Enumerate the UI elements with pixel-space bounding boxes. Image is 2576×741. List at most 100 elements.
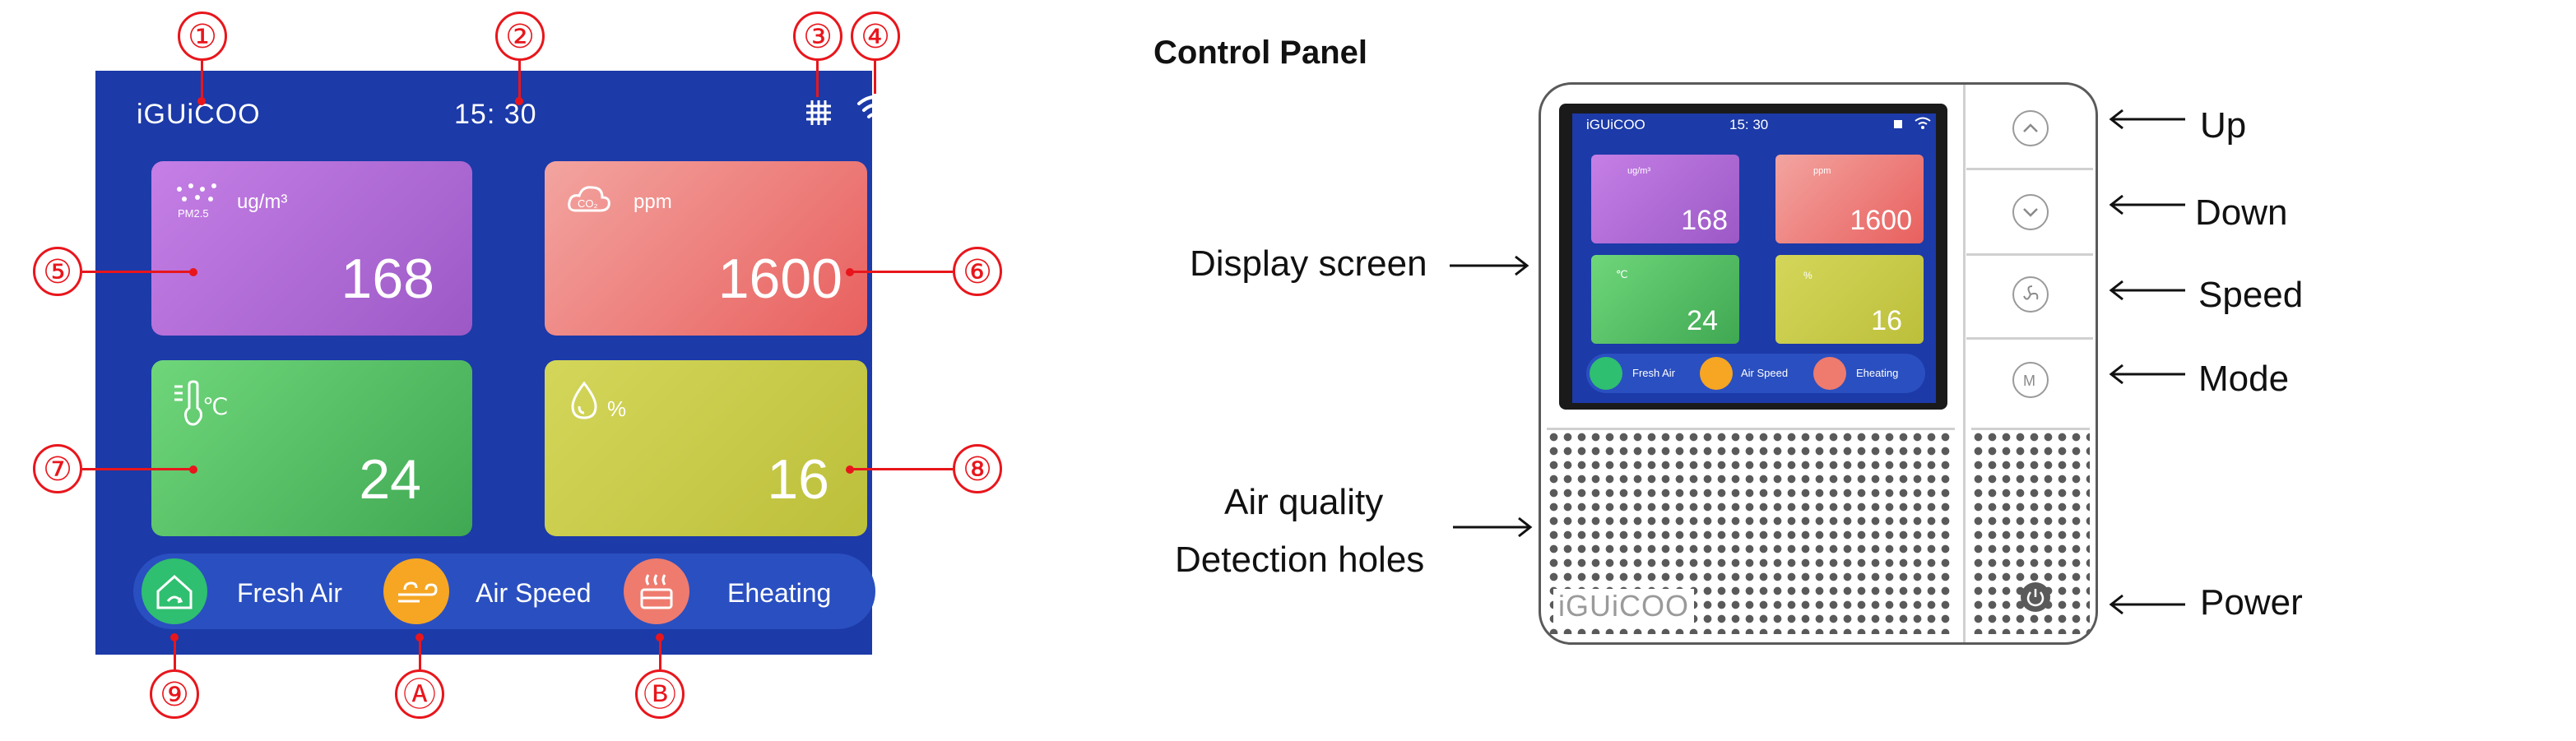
mode-button[interactable]: M bbox=[2012, 362, 2049, 398]
callout-line bbox=[82, 468, 193, 470]
down-button-area bbox=[1966, 168, 2093, 252]
fresh-air-label: Fresh Air bbox=[237, 578, 343, 608]
wind-icon bbox=[398, 581, 438, 603]
callout-line bbox=[659, 640, 661, 669]
mini-heater-icon bbox=[1813, 357, 1846, 390]
mode-bar bbox=[133, 553, 875, 629]
humidity-unit: % bbox=[607, 396, 627, 421]
mini-air-speed-icon bbox=[1700, 357, 1733, 390]
eheating-label: Eheating bbox=[727, 578, 832, 608]
fan-icon bbox=[2023, 285, 2039, 300]
callout-a: Ⓐ bbox=[395, 669, 444, 719]
callout-line bbox=[518, 61, 521, 100]
power-label: Power bbox=[2200, 582, 2303, 623]
callout-line bbox=[419, 640, 421, 669]
device-divider bbox=[1963, 85, 1966, 642]
power-icon bbox=[2026, 589, 2045, 607]
mini-brand: iGUiCOO bbox=[1586, 117, 1645, 132]
chevron-down-icon bbox=[2023, 208, 2038, 217]
up-button[interactable] bbox=[2012, 110, 2049, 146]
callout-line bbox=[82, 271, 193, 273]
callout-dot bbox=[197, 97, 206, 105]
house-fresh-air-icon bbox=[156, 574, 193, 609]
callout-line bbox=[849, 468, 953, 470]
air-quality-label: Air quality bbox=[1224, 482, 1384, 522]
callout-line bbox=[174, 640, 176, 669]
callout-dot bbox=[515, 97, 523, 105]
power-button[interactable] bbox=[2021, 582, 2050, 612]
detection-holes-label: Detection holes bbox=[1175, 540, 1425, 580]
grid-icon bbox=[806, 100, 831, 125]
water-drop-icon bbox=[571, 381, 597, 419]
pm25-card: PM2.5 ug/m³ 168 bbox=[151, 161, 472, 336]
callout-dot bbox=[415, 633, 424, 641]
callout-1: ① bbox=[178, 12, 227, 61]
speed-button[interactable] bbox=[2012, 276, 2049, 313]
callout-5: ⑤ bbox=[33, 247, 82, 296]
mini-co2-card: ppm 1600 bbox=[1775, 155, 1924, 243]
callout-line bbox=[849, 271, 953, 273]
svg-text:PM2.5: PM2.5 bbox=[178, 207, 209, 220]
callout-4: ④ bbox=[851, 12, 900, 61]
callout-b: Ⓑ bbox=[635, 669, 685, 719]
pm25-value: 168 bbox=[341, 248, 434, 310]
mini-temperature-card: ℃ 24 bbox=[1591, 255, 1739, 344]
heater-icon bbox=[640, 574, 673, 609]
co2-value: 1600 bbox=[717, 248, 842, 310]
down-label: Down bbox=[2195, 192, 2288, 233]
mini-fresh-air-icon bbox=[1590, 357, 1622, 390]
callout-2: ② bbox=[495, 12, 545, 61]
co2-card: CO₂ ppm 1600 bbox=[545, 161, 867, 336]
chevron-up-icon bbox=[2023, 123, 2038, 132]
air-speed-label: Air Speed bbox=[476, 578, 592, 608]
air-speed-button[interactable] bbox=[383, 558, 449, 624]
arrow-right-icon bbox=[1450, 255, 1529, 276]
temperature-card: ℃ 24 bbox=[151, 360, 472, 536]
callout-7: ⑦ bbox=[33, 444, 82, 493]
temperature-unit: ℃ bbox=[202, 394, 229, 419]
humidity-card: % 16 bbox=[545, 360, 867, 536]
pm25-icon: PM2.5 bbox=[177, 183, 216, 220]
co2-unit: ppm bbox=[634, 191, 672, 213]
mode-m-icon: M bbox=[2023, 373, 2035, 389]
wifi-icon bbox=[857, 95, 892, 124]
down-button[interactable] bbox=[2012, 194, 2049, 230]
callout-dot bbox=[846, 465, 854, 474]
arrow-left-icon bbox=[2109, 594, 2185, 615]
callout-dot bbox=[656, 633, 664, 641]
device-brand-logo: iGUiCOO bbox=[1553, 589, 1694, 623]
humidity-value: 16 bbox=[767, 448, 829, 511]
arrow-left-icon bbox=[2109, 109, 2185, 130]
mode-button-area bbox=[1966, 337, 2093, 422]
callout-line bbox=[874, 61, 876, 94]
temperature-value: 24 bbox=[359, 448, 421, 511]
mini-grid-icon bbox=[1894, 120, 1902, 128]
speed-button-area bbox=[1966, 253, 2093, 338]
svg-text:M: M bbox=[2023, 373, 2035, 389]
arrow-left-icon bbox=[2109, 194, 2185, 215]
mode-label: Mode bbox=[2198, 359, 2290, 399]
callout-dot bbox=[846, 268, 854, 276]
callout-line bbox=[201, 61, 203, 100]
svg-text:CO₂: CO₂ bbox=[578, 197, 598, 210]
callout-6: ⑥ bbox=[953, 247, 1002, 296]
eheating-button[interactable] bbox=[624, 558, 689, 624]
callout-3: ③ bbox=[793, 12, 842, 61]
callout-8: ⑧ bbox=[953, 444, 1002, 493]
arrow-left-icon bbox=[2109, 280, 2185, 301]
control-panel-title: Control Panel bbox=[1153, 35, 1368, 71]
mini-mode-bar bbox=[1586, 354, 1925, 393]
arrow-right-icon bbox=[1453, 516, 1533, 538]
mini-pm25-card: ug/m³ 168 bbox=[1591, 155, 1739, 243]
callout-dot bbox=[189, 268, 197, 276]
callout-line bbox=[816, 61, 819, 97]
mini-time: 15: 30 bbox=[1729, 117, 1769, 132]
mini-humidity-card: % 16 bbox=[1775, 255, 1924, 344]
callout-dot bbox=[189, 465, 197, 474]
arrow-left-icon bbox=[2109, 364, 2185, 385]
mini-wifi-icon bbox=[1915, 117, 1931, 129]
callout-dot bbox=[170, 633, 179, 641]
clock-time: 15: 30 bbox=[454, 99, 537, 130]
fresh-air-button[interactable] bbox=[142, 558, 207, 624]
callout-9: ⑨ bbox=[150, 669, 199, 719]
